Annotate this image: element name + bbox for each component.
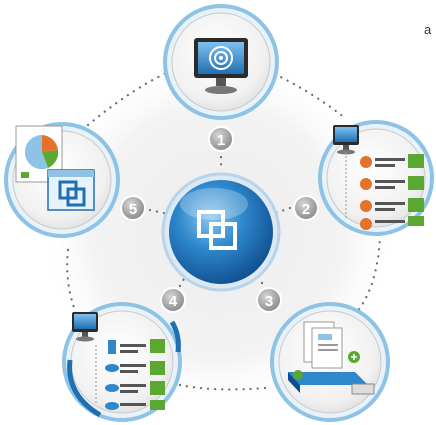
step-badge-3: 3 (256, 287, 282, 313)
step-number: 2 (302, 201, 310, 218)
step-1-node (163, 4, 279, 120)
usb-drive-documents-icon (288, 321, 375, 395)
report-chart-window-icon (15, 125, 95, 211)
step-5-node (4, 122, 120, 238)
connector-4-5 (66, 248, 80, 320)
connector-1-2 (260, 66, 347, 120)
step-badge-4: 4 (160, 287, 186, 313)
step-badge-1: 1 (208, 126, 234, 152)
connector-2-3 (350, 233, 382, 320)
connector-3-4 (178, 383, 267, 391)
central-hub (161, 172, 281, 292)
figure-letter: a (424, 22, 432, 37)
step-badge-5: 5 (120, 195, 146, 221)
monitor-target-icon (194, 38, 248, 94)
overlapping-squares-icon (197, 210, 237, 250)
step-3-node (270, 302, 390, 422)
step-badges: 1 2 3 4 5 (120, 126, 319, 313)
step-number: 1 (217, 132, 225, 149)
step-number: 3 (265, 293, 273, 310)
step-2-node (318, 120, 434, 236)
step-4-node (62, 302, 182, 422)
monitor-checklist-icon (333, 125, 359, 220)
step-number: 5 (129, 201, 137, 218)
refresh-arrow-icon (169, 320, 181, 353)
step-number: 4 (169, 293, 178, 310)
refresh-arrow-icon (67, 359, 102, 418)
monitor-devices-checklist-icon (72, 312, 165, 410)
checklist-rows (360, 154, 424, 230)
step-badge-2: 2 (293, 195, 319, 221)
